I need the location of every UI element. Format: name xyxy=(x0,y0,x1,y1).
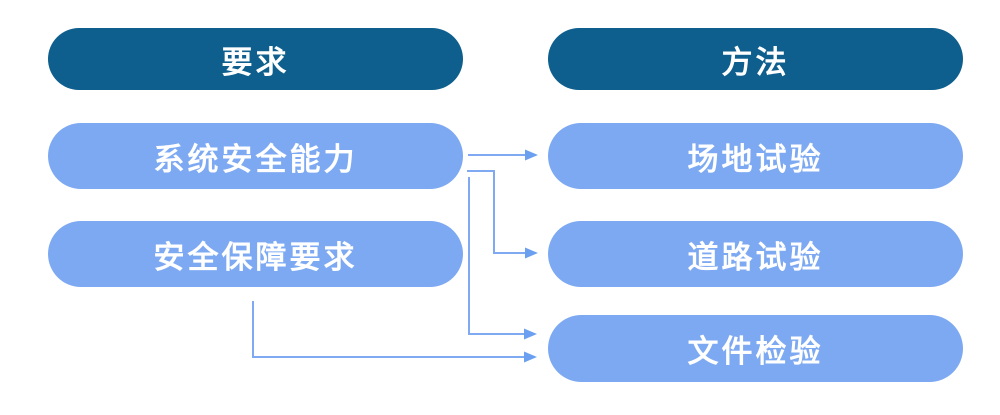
node-system-safety-capability: 系统安全能力 xyxy=(48,123,463,189)
header-requirements: 要求 xyxy=(48,28,463,90)
node-road-test: 道路试验 xyxy=(548,221,963,287)
arrow-safety-assurance-to-document-inspection xyxy=(252,301,537,363)
arrow-system-safety-to-road-test xyxy=(467,170,538,259)
arrow-system-safety-to-document-inspection xyxy=(468,177,537,340)
header-methods: 方法 xyxy=(548,28,963,90)
node-safety-assurance-requirements: 安全保障要求 xyxy=(48,221,463,287)
arrow-system-safety-to-site-test xyxy=(468,149,538,161)
node-site-test: 场地试验 xyxy=(548,123,963,189)
node-document-inspection: 文件检验 xyxy=(548,315,963,382)
